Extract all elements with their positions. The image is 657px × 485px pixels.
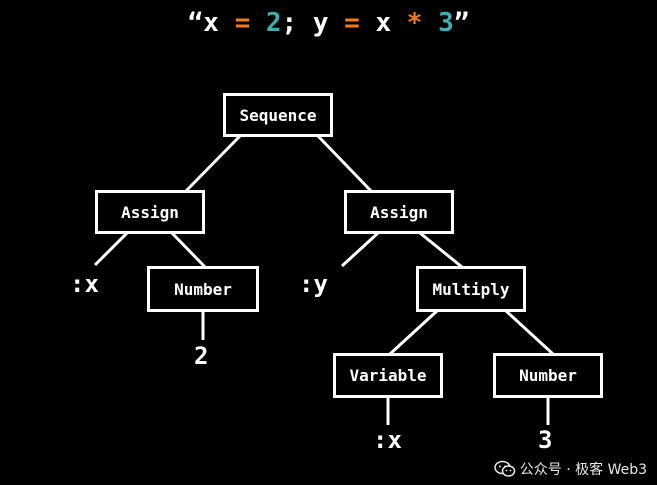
- edge-sequence-assign-right: [316, 134, 374, 194]
- leaf-y: :y: [299, 270, 328, 298]
- title-token-assign-op: =: [234, 8, 251, 38]
- leaf-x-left: :x: [70, 270, 99, 298]
- code-title: “x = 2; y = x * 3”: [0, 8, 657, 38]
- watermark-text: 公众号 · 极客 Web3: [519, 462, 647, 478]
- title-open-quote: “: [187, 8, 204, 38]
- edge-assign-left-number: [170, 231, 207, 269]
- title-token-assign-op-2: =: [344, 8, 360, 38]
- leaf-2: 2: [194, 342, 209, 370]
- title-token-number-2: 2: [265, 8, 282, 38]
- node-assign-right: Assign: [344, 190, 454, 234]
- title-token-x: x: [203, 8, 235, 38]
- title-token-number-3: 3: [438, 8, 454, 38]
- edge-multiply-number-right: [503, 308, 555, 356]
- leaf-3: 3: [538, 426, 553, 454]
- watermark: 公众号 · 极客 Web3: [494, 459, 647, 479]
- edge-assign-right-multiply: [419, 231, 463, 269]
- edge-assign-right-y: [340, 231, 380, 268]
- node-variable: Variable: [333, 353, 443, 398]
- wechat-icon: [494, 460, 516, 477]
- title-token-multiply-op: *: [406, 8, 423, 38]
- title-close-quote: ”: [453, 8, 470, 38]
- node-number-right: Number: [493, 353, 603, 398]
- title-token-y: ; y: [281, 8, 345, 38]
- node-sequence: Sequence: [223, 93, 333, 137]
- edge-assign-left-x: [93, 231, 129, 267]
- node-number-left: Number: [147, 266, 259, 312]
- node-assign-left: Assign: [95, 190, 205, 234]
- leaf-x-bottom: :x: [373, 426, 402, 454]
- edge-sequence-assign-left: [183, 134, 242, 194]
- edge-multiply-variable: [388, 308, 440, 356]
- node-multiply: Multiply: [416, 266, 526, 312]
- title-token-x-2: x: [359, 8, 407, 38]
